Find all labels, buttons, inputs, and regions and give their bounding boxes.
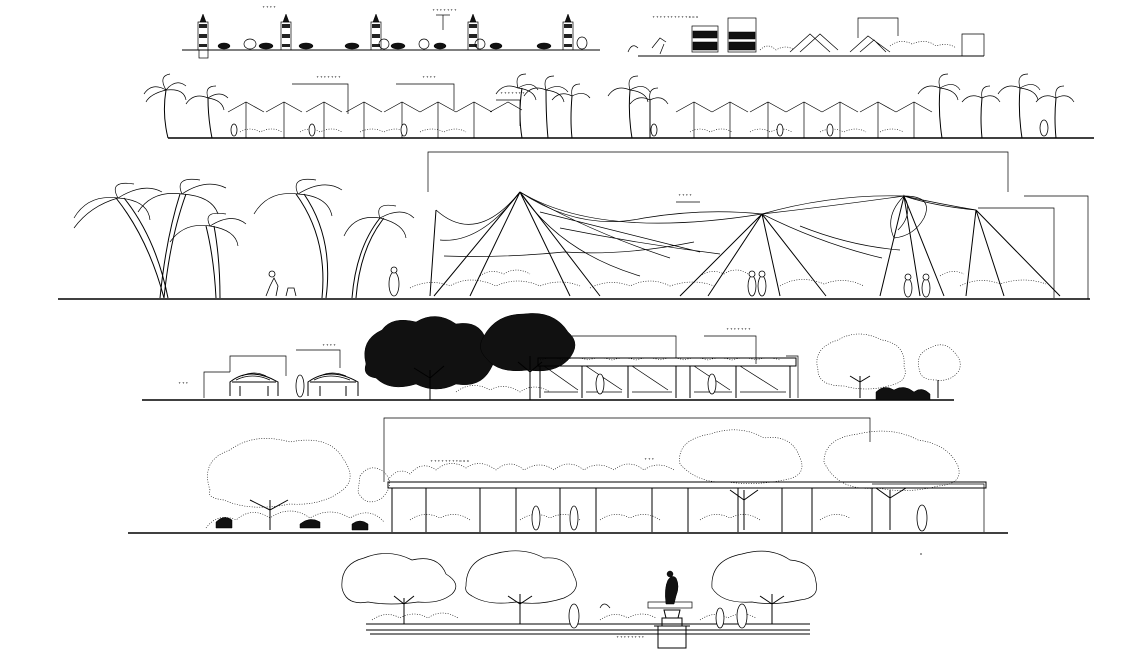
umbrella-row-right: [675, 101, 933, 138]
panel-band: [692, 30, 718, 39]
shrub-cluster: [217, 36, 588, 50]
statue: [647, 570, 693, 649]
base-block: [198, 49, 209, 59]
section-4-pergola-row: ᵀᵀᵀ ᵀᵀᵀᵀ ᵀᵀᵀᵀᵀᵀᵀ: [142, 313, 961, 401]
section-3-tensile-structure-row: ᵀᵀᵀᵀ: [58, 151, 1090, 300]
pillar: [280, 13, 292, 51]
bench-canopy: [229, 372, 279, 396]
dense-tree: [364, 316, 496, 400]
palm-tree: [607, 75, 651, 139]
palm-tree: [917, 73, 961, 139]
section-2-palm-umbrella-row: ᵀᵀᵀᵀᵀᵀᵀ ᵀᵀᵀᵀ ᵀᵀᵀᵀᵀᵀᵀ: [143, 73, 1094, 139]
round-tree: [341, 553, 457, 624]
round-tree: [465, 550, 577, 624]
panel-band: [728, 31, 756, 40]
annotation-label: ᵀᵀᵀᵀ: [678, 193, 692, 200]
palm-tree: [629, 87, 669, 139]
panel-band: [692, 41, 718, 51]
palm-tree: [551, 83, 591, 139]
bench-canopy: [307, 372, 359, 396]
annotation-label: ᵀᵀᵀ: [644, 457, 655, 464]
palm-tree: [169, 212, 247, 299]
section-1-pillar-row: ᵀᵀᵀᵀ ᵀᵀᵀᵀᵀᵀᵀ ᵀᵀᵀᵀᵀᵀᵀᵀᵀᵀᴰᴼᴼ: [182, 5, 985, 59]
palm-tree: [1035, 85, 1075, 139]
palm-tree: [137, 178, 227, 299]
annotation-label: ᵀᵀᵀᵀᵀᵀᵀᵀᵀᵀᴰᴼᴼ: [652, 15, 699, 22]
dotted-tree: [816, 333, 906, 398]
section-6-statue-row: ᵀᵀᵀᵀᵀᵀᵀᵀ: [341, 550, 922, 649]
palm-tree: [73, 182, 169, 299]
palm-tree: [143, 73, 187, 139]
annotation-label: ᵀᵀᵀᵀᵀᵀᵀᵀᴰᴼᴼ: [430, 459, 470, 466]
umbrella-row-left: [227, 101, 523, 138]
colonnade: [387, 463, 987, 532]
annotation-label: ᵀᵀᵀᵀ: [262, 5, 276, 12]
people-group: [265, 266, 931, 298]
palm-tree: [495, 73, 539, 139]
people-group: [230, 119, 1049, 137]
panel-band: [728, 41, 756, 51]
round-tree: [711, 550, 817, 624]
section-5-colonnade-row: ᵀᵀᵀᵀᵀᵀᵀᵀᴰᴼᴼ ᵀᵀᵀ: [128, 417, 1008, 534]
ground-line: [366, 623, 810, 635]
annotation-label: ᵀᵀᵀᵀᵀᵀᵀᵀ: [616, 635, 645, 642]
tensile-canopy: [409, 191, 1061, 297]
annotation-label: ᵀᵀᵀ: [178, 381, 189, 388]
pillar: [370, 13, 382, 51]
dotted-tree: [918, 344, 961, 398]
palm-tree: [961, 85, 1001, 139]
dense-tree: [480, 313, 576, 400]
annotation-label: ᵀᵀᵀᵀᵀᵀᵀ: [500, 91, 525, 98]
palm-tree: [185, 85, 229, 139]
dotted-tree: [679, 429, 803, 530]
palm-tree: [253, 178, 343, 299]
dotted-tree: [357, 467, 390, 503]
dotted-tree: [207, 438, 351, 530]
annotation-label: ᵀᵀᵀᵀ: [422, 75, 436, 82]
pillar: [562, 13, 574, 51]
pillar: [197, 13, 209, 51]
pillar: [467, 13, 479, 51]
annotation-label: ᵀᵀᵀᵀᵀᵀᵀ: [316, 75, 341, 82]
annotation-label: ᵀᵀᵀᵀ: [322, 343, 336, 350]
display-panel: [691, 25, 719, 53]
palm-tree: [343, 204, 415, 299]
dotted-tree: [823, 430, 960, 530]
annotation-label: ᵀᵀᵀᵀᵀᵀᵀ: [726, 327, 751, 334]
annotation-label: ᵀᵀᵀᵀᵀᵀᵀ: [432, 8, 457, 15]
palm-tree: [523, 75, 569, 139]
pergola: [537, 355, 799, 398]
palm-tree: [997, 73, 1041, 139]
display-panel: [727, 17, 757, 53]
